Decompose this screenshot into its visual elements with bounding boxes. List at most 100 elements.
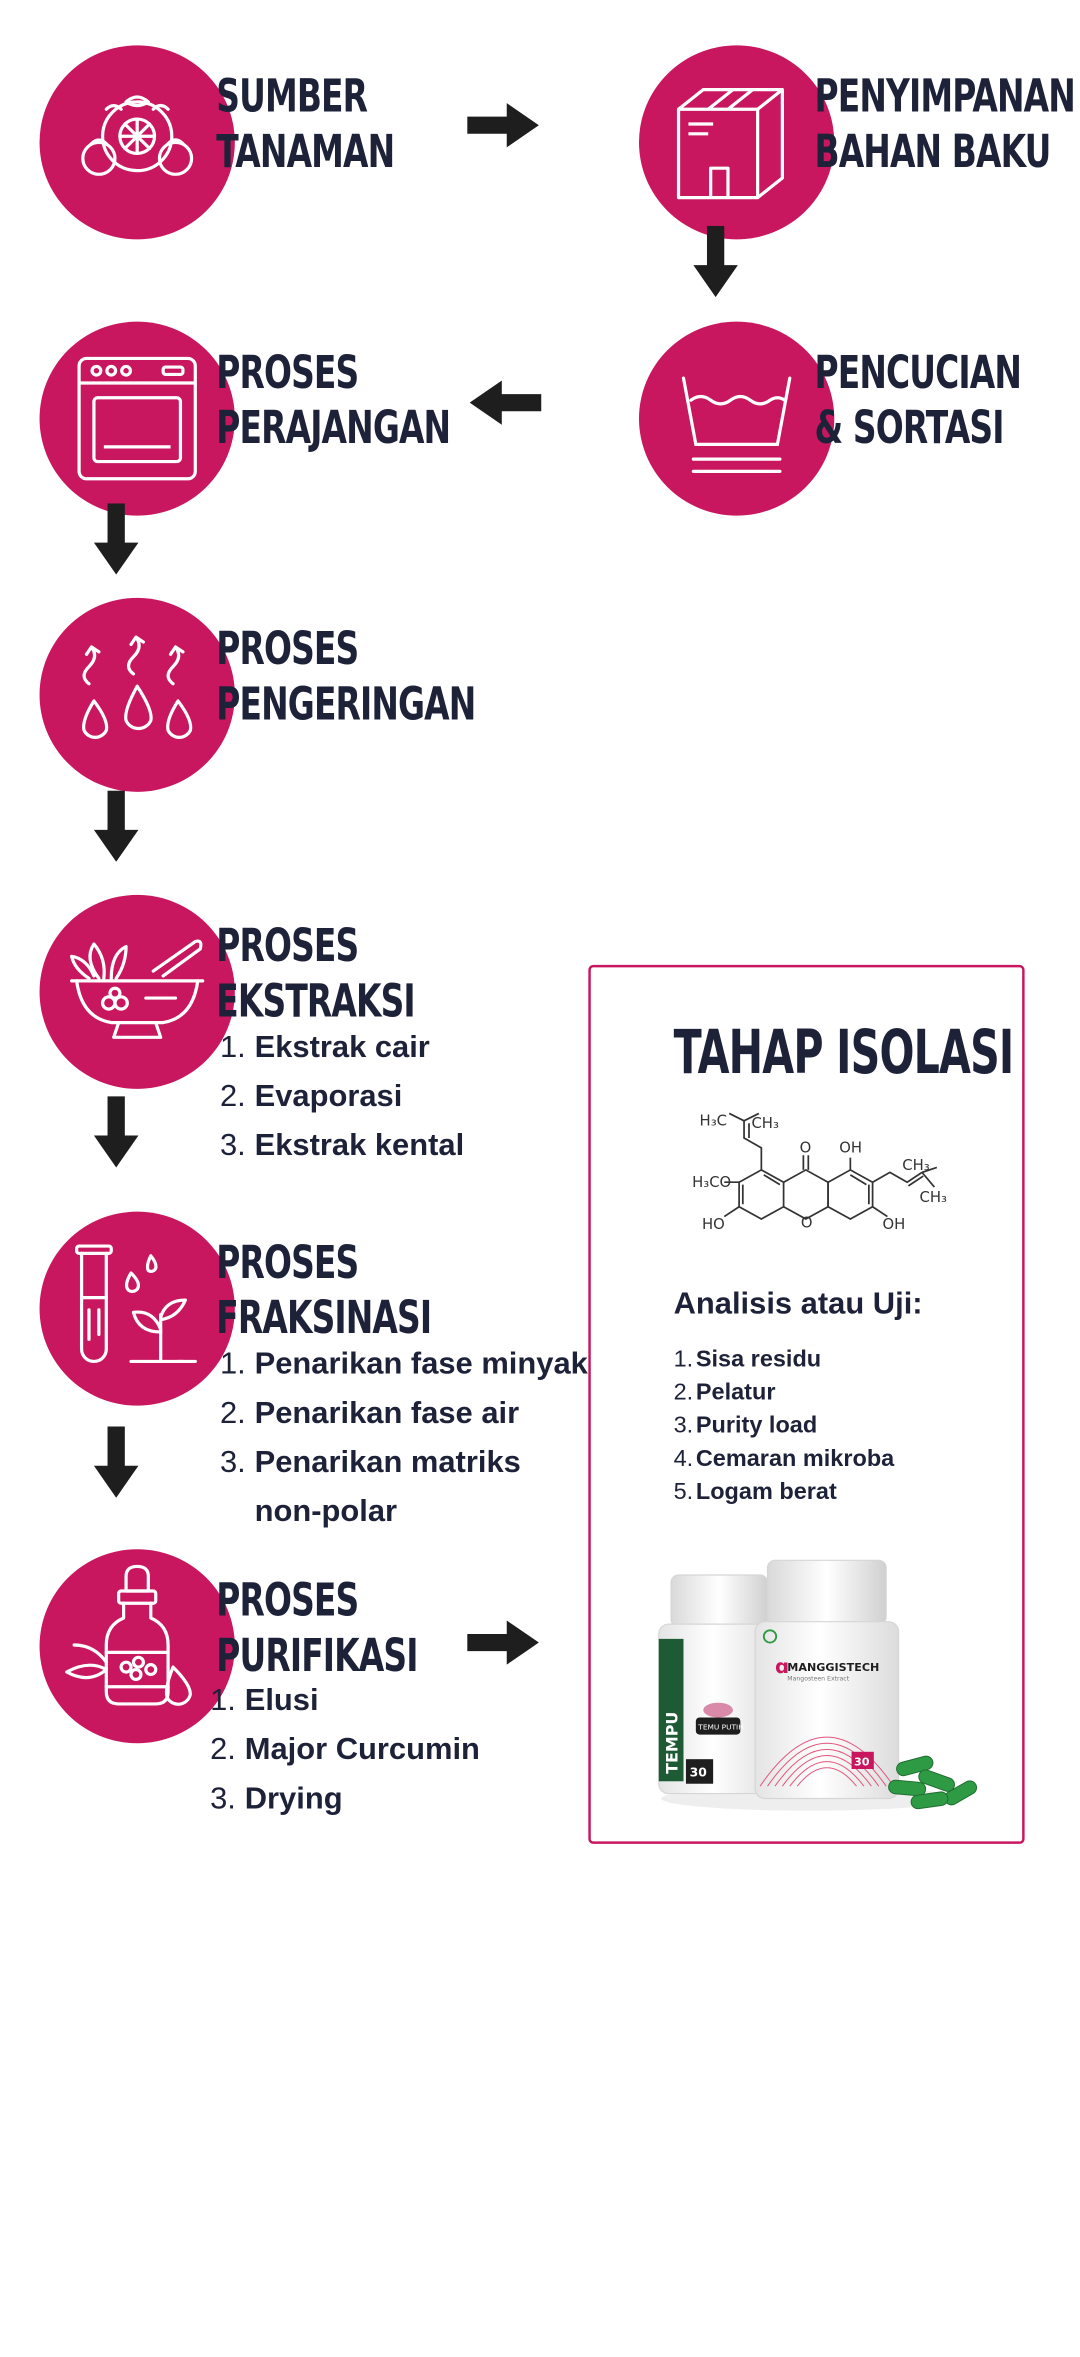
molecule-structure-diagram: H₃C CH₃ O O OH CH₃ CH₃ H₃CO HO OH xyxy=(692,1112,948,1233)
molecule-label: H₃C xyxy=(700,1113,727,1130)
title-line: PURIFIKASI xyxy=(216,1629,418,1682)
arrow-down xyxy=(91,1426,140,1500)
ekstraksi-title: PROSES EKSTRAKSI xyxy=(216,918,415,1028)
item-number: 1. xyxy=(220,1346,246,1382)
purifikasi-list: 1.Elusi 2.Major Curcumin 3.Drying xyxy=(210,1676,480,1823)
arrow-right xyxy=(467,101,541,150)
penyimpanan-title: PENYIMPANAN BAHAN BAKU xyxy=(814,69,1075,179)
sumber-tanaman-title: SUMBER TANAMAN xyxy=(216,69,395,179)
molecule-label: CH₃ xyxy=(902,1157,930,1174)
pengeringan-circle xyxy=(39,597,235,792)
tempu-product-label: TEMU PUTIH xyxy=(697,1723,744,1732)
molecule-label: CH₃ xyxy=(751,1115,779,1132)
item-number: 2. xyxy=(220,1079,246,1114)
mangosteen-icon xyxy=(81,95,194,176)
fraksinasi-circle xyxy=(39,1211,235,1406)
arrow-down xyxy=(91,503,140,577)
list-item: 2.Penarikan fase air xyxy=(220,1388,588,1437)
manggistech-brand-label: MANGGISTECH xyxy=(787,1661,879,1674)
test-tube-plant-icon xyxy=(75,1244,197,1364)
list-item: 3.Purity load xyxy=(674,1409,895,1442)
arrow-down xyxy=(91,790,140,865)
mortar-pestle-icon xyxy=(70,939,205,1039)
item-number: 1. xyxy=(220,1029,246,1065)
list-item: 5.Logam berat xyxy=(674,1476,895,1509)
title-line: PROSES xyxy=(216,622,359,676)
purifikasi-circle xyxy=(39,1549,235,1744)
item-number: 3. xyxy=(220,1444,246,1480)
list-item: 1.Ekstrak cair xyxy=(220,1023,464,1072)
item-text: Pelatur xyxy=(695,1379,776,1406)
item-number: 1. xyxy=(673,1346,694,1373)
tahap-isolasi-panel xyxy=(588,964,1025,1844)
item-text: Major Curcumin xyxy=(244,1732,480,1767)
evaporation-drops-icon xyxy=(82,635,193,739)
title-line: PROSES xyxy=(216,1236,359,1290)
tempu-brand-label: TEMPU xyxy=(662,1712,681,1774)
title-line: EKSTRAKSI xyxy=(216,974,415,1028)
molecule-label: OH xyxy=(882,1216,905,1233)
title-line: SUMBER xyxy=(216,69,368,123)
item-text: Penarikan fase air xyxy=(254,1395,520,1431)
ekstraksi-list: 1.Ekstrak cair 2.Evaporasi 3.Ekstrak ken… xyxy=(220,1023,464,1170)
molecule-label: HO xyxy=(702,1216,725,1233)
title-line: PROSES xyxy=(216,346,359,399)
item-text: Elusi xyxy=(244,1683,319,1718)
item-number: 5. xyxy=(673,1479,694,1506)
item-number: 1. xyxy=(210,1683,236,1718)
item-text: Penarikan fase minyak xyxy=(254,1346,588,1382)
arrow-right xyxy=(467,1618,541,1667)
fraksinasi-title: PROSES FRAKSINASI xyxy=(216,1235,432,1345)
purifikasi-title: PROSES PURIFIKASI xyxy=(216,1573,418,1683)
title-line: PERAJANGAN xyxy=(216,401,451,455)
list-item: 1.Elusi xyxy=(210,1676,480,1725)
item-text: Purity load xyxy=(695,1412,818,1439)
perajangan-title: PROSES PERAJANGAN xyxy=(216,345,451,455)
list-item: 3.Ekstrak kental xyxy=(220,1121,464,1170)
arrow-left xyxy=(467,378,542,427)
title-line: PROSES xyxy=(216,919,359,973)
list-item: 1.Sisa residu xyxy=(674,1343,895,1376)
molecule-label: H₃CO xyxy=(692,1174,731,1191)
title-line: TANAMAN xyxy=(216,125,395,179)
fraksinasi-list: 1.Penarikan fase minyak 2.Penarikan fase… xyxy=(220,1339,588,1535)
list-item: 3.Drying xyxy=(210,1774,480,1823)
analisis-title: Analisis atau Uji: xyxy=(673,1286,923,1321)
title-line: FRAKSINASI xyxy=(216,1291,432,1345)
ekstraksi-circle xyxy=(39,894,235,1089)
item-number: 3. xyxy=(220,1128,246,1163)
product-bottles-image: TEMPU TEMU PUTIH 30 ɑ MANGGISTECH Mangos… xyxy=(658,1559,978,1811)
item-text: Logam berat xyxy=(695,1479,837,1506)
perajangan-circle xyxy=(39,321,235,516)
item-number: 3. xyxy=(673,1412,694,1439)
pencucian-circle xyxy=(638,321,835,516)
analisis-list: 1.Sisa residu 2.Pelatur 3.Purity load 4.… xyxy=(674,1343,895,1509)
item-text: Penarikan matriks non-polar xyxy=(254,1444,521,1529)
list-item: 1.Penarikan fase minyak xyxy=(220,1339,588,1388)
washing-basin-icon xyxy=(681,376,792,474)
item-text: Evaporasi xyxy=(254,1079,403,1114)
storage-box-icon xyxy=(676,88,784,200)
manggistech-count-label: 30 xyxy=(854,1755,870,1768)
title-line: BAHAN BAKU xyxy=(814,125,1051,179)
title-line: PENCUCIAN xyxy=(814,346,1022,399)
molecule-label: O xyxy=(801,1215,813,1232)
molecule-label: CH₃ xyxy=(920,1189,948,1206)
item-number: 4. xyxy=(673,1446,694,1472)
title-line: & SORTASI xyxy=(814,401,1004,455)
item-number: 3. xyxy=(210,1781,236,1816)
item-text: Cemaran mikroba xyxy=(695,1446,895,1472)
arrow-down xyxy=(691,225,740,300)
title-line: PROSES xyxy=(216,1573,359,1627)
tempu-count-label: 30 xyxy=(690,1765,707,1779)
item-text: Ekstrak kental xyxy=(254,1128,465,1163)
list-item: 2.Major Curcumin xyxy=(210,1725,480,1774)
tahap-isolasi-title: TAHAP ISOLASI xyxy=(673,1017,1015,1088)
item-text: Sisa residu xyxy=(695,1346,822,1373)
item-text: Drying xyxy=(244,1781,343,1816)
manggistech-sub-label: Mangosteen Extract xyxy=(787,1676,849,1683)
item-number: 2. xyxy=(210,1732,236,1767)
title-line: PENGERINGAN xyxy=(216,677,476,731)
list-item: 3.Penarikan matriks non-polar xyxy=(220,1438,588,1536)
molecule-label: OH xyxy=(839,1140,862,1157)
